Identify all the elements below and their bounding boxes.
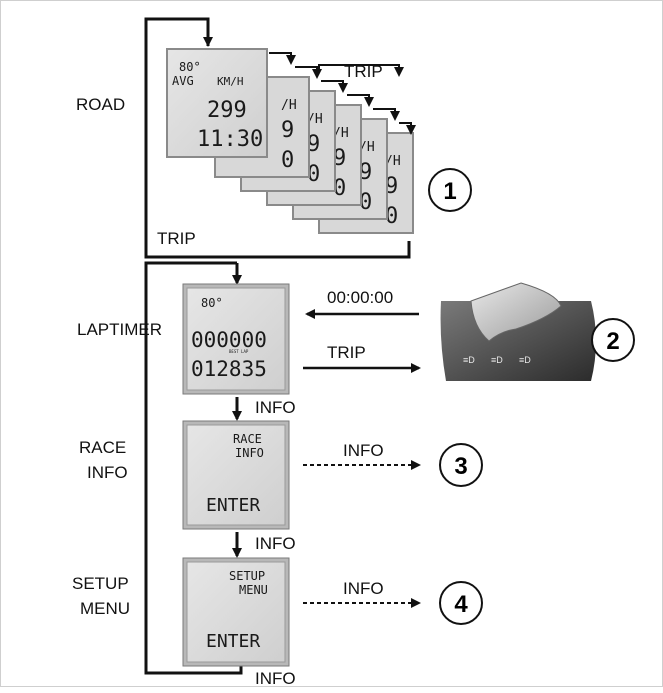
label-race-info: INFO — [87, 463, 128, 482]
setup-menu-enter: ENTER — [206, 631, 260, 652]
road-time: 11:30 — [197, 127, 263, 152]
setup-menu-line2: MENU — [239, 583, 268, 597]
road-unit: KM/H — [217, 75, 244, 88]
race-info-enter: ENTER — [206, 495, 260, 516]
label-setup: SETUP — [72, 574, 129, 593]
laptimer-line2: 012835 — [191, 357, 267, 381]
label-setup-menu: MENU — [80, 599, 130, 618]
label-laptimer: LAPTIMER — [77, 320, 162, 339]
label-race: RACE — [79, 438, 126, 457]
callout-4: 4 — [440, 582, 482, 624]
race-info-line1: RACE — [233, 432, 262, 446]
label-trip-bottom: TRIP — [157, 229, 196, 248]
callout-1-number: 1 — [443, 178, 456, 205]
stack-unit-fragment: /H — [281, 98, 297, 113]
setup-menu-display: SETUP MENU ENTER — [183, 558, 289, 666]
laptimer-tiny: BEST LAP — [229, 349, 249, 354]
race-info-display: RACE INFO ENTER — [183, 421, 289, 529]
race-info-line2: INFO — [235, 446, 264, 460]
handlebar-switch-illustration: ≡D ≡D ≡D — [441, 283, 596, 381]
stack-digit: 0 — [281, 148, 294, 173]
label-info-to-3: INFO — [343, 441, 384, 460]
road-avg: AVG — [172, 74, 194, 88]
road-display-front: 80° AVG KM/H 299 11:30 — [167, 49, 267, 157]
label-trip-laptimer: TRIP — [327, 343, 366, 362]
callout-2-number: 2 — [606, 328, 619, 355]
stack-digit: 9 — [281, 118, 294, 143]
label-road: ROAD — [76, 95, 125, 114]
label-info-1: INFO — [255, 398, 296, 417]
callout-3-number: 3 — [454, 453, 467, 480]
road-speed: 299 — [207, 98, 247, 123]
switch-icon: ≡D — [463, 355, 475, 365]
laptimer-temp: 80° — [201, 296, 223, 310]
callout-4-number: 4 — [454, 591, 468, 618]
label-reset-time: 00:00:00 — [327, 288, 393, 307]
switch-icon: ≡D — [491, 355, 503, 365]
label-info-2: INFO — [255, 534, 296, 553]
switch-icon: ≡D — [519, 355, 531, 365]
laptimer-display: 80° 000000 BEST LAP 012835 — [183, 284, 289, 394]
label-trip-top: TRIP — [344, 62, 383, 81]
label-info-bottom: INFO — [255, 669, 296, 688]
callout-1: 1 — [429, 169, 471, 211]
setup-menu-line1: SETUP — [229, 569, 265, 583]
road-temp: 80° — [179, 60, 201, 74]
label-info-to-4: INFO — [343, 579, 384, 598]
callout-3: 3 — [440, 444, 482, 486]
callout-2: 2 — [592, 319, 634, 361]
